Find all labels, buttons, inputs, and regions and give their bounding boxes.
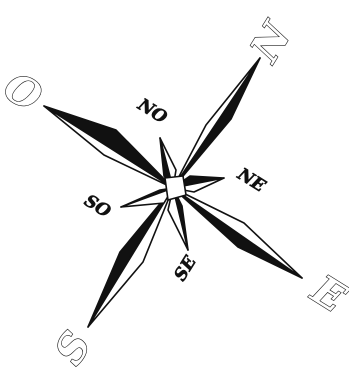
label-southwest: SO: [80, 191, 114, 222]
label-west: O: [0, 63, 50, 121]
label-south: S: [45, 323, 100, 372]
compass-points: [44, 58, 302, 327]
label-east: E: [303, 265, 349, 322]
label-northwest: NO: [133, 95, 170, 129]
center-hub: [165, 176, 186, 200]
label-north: N: [240, 13, 301, 72]
label-southeast: SE: [170, 252, 201, 285]
label-northeast: NE: [233, 164, 269, 197]
